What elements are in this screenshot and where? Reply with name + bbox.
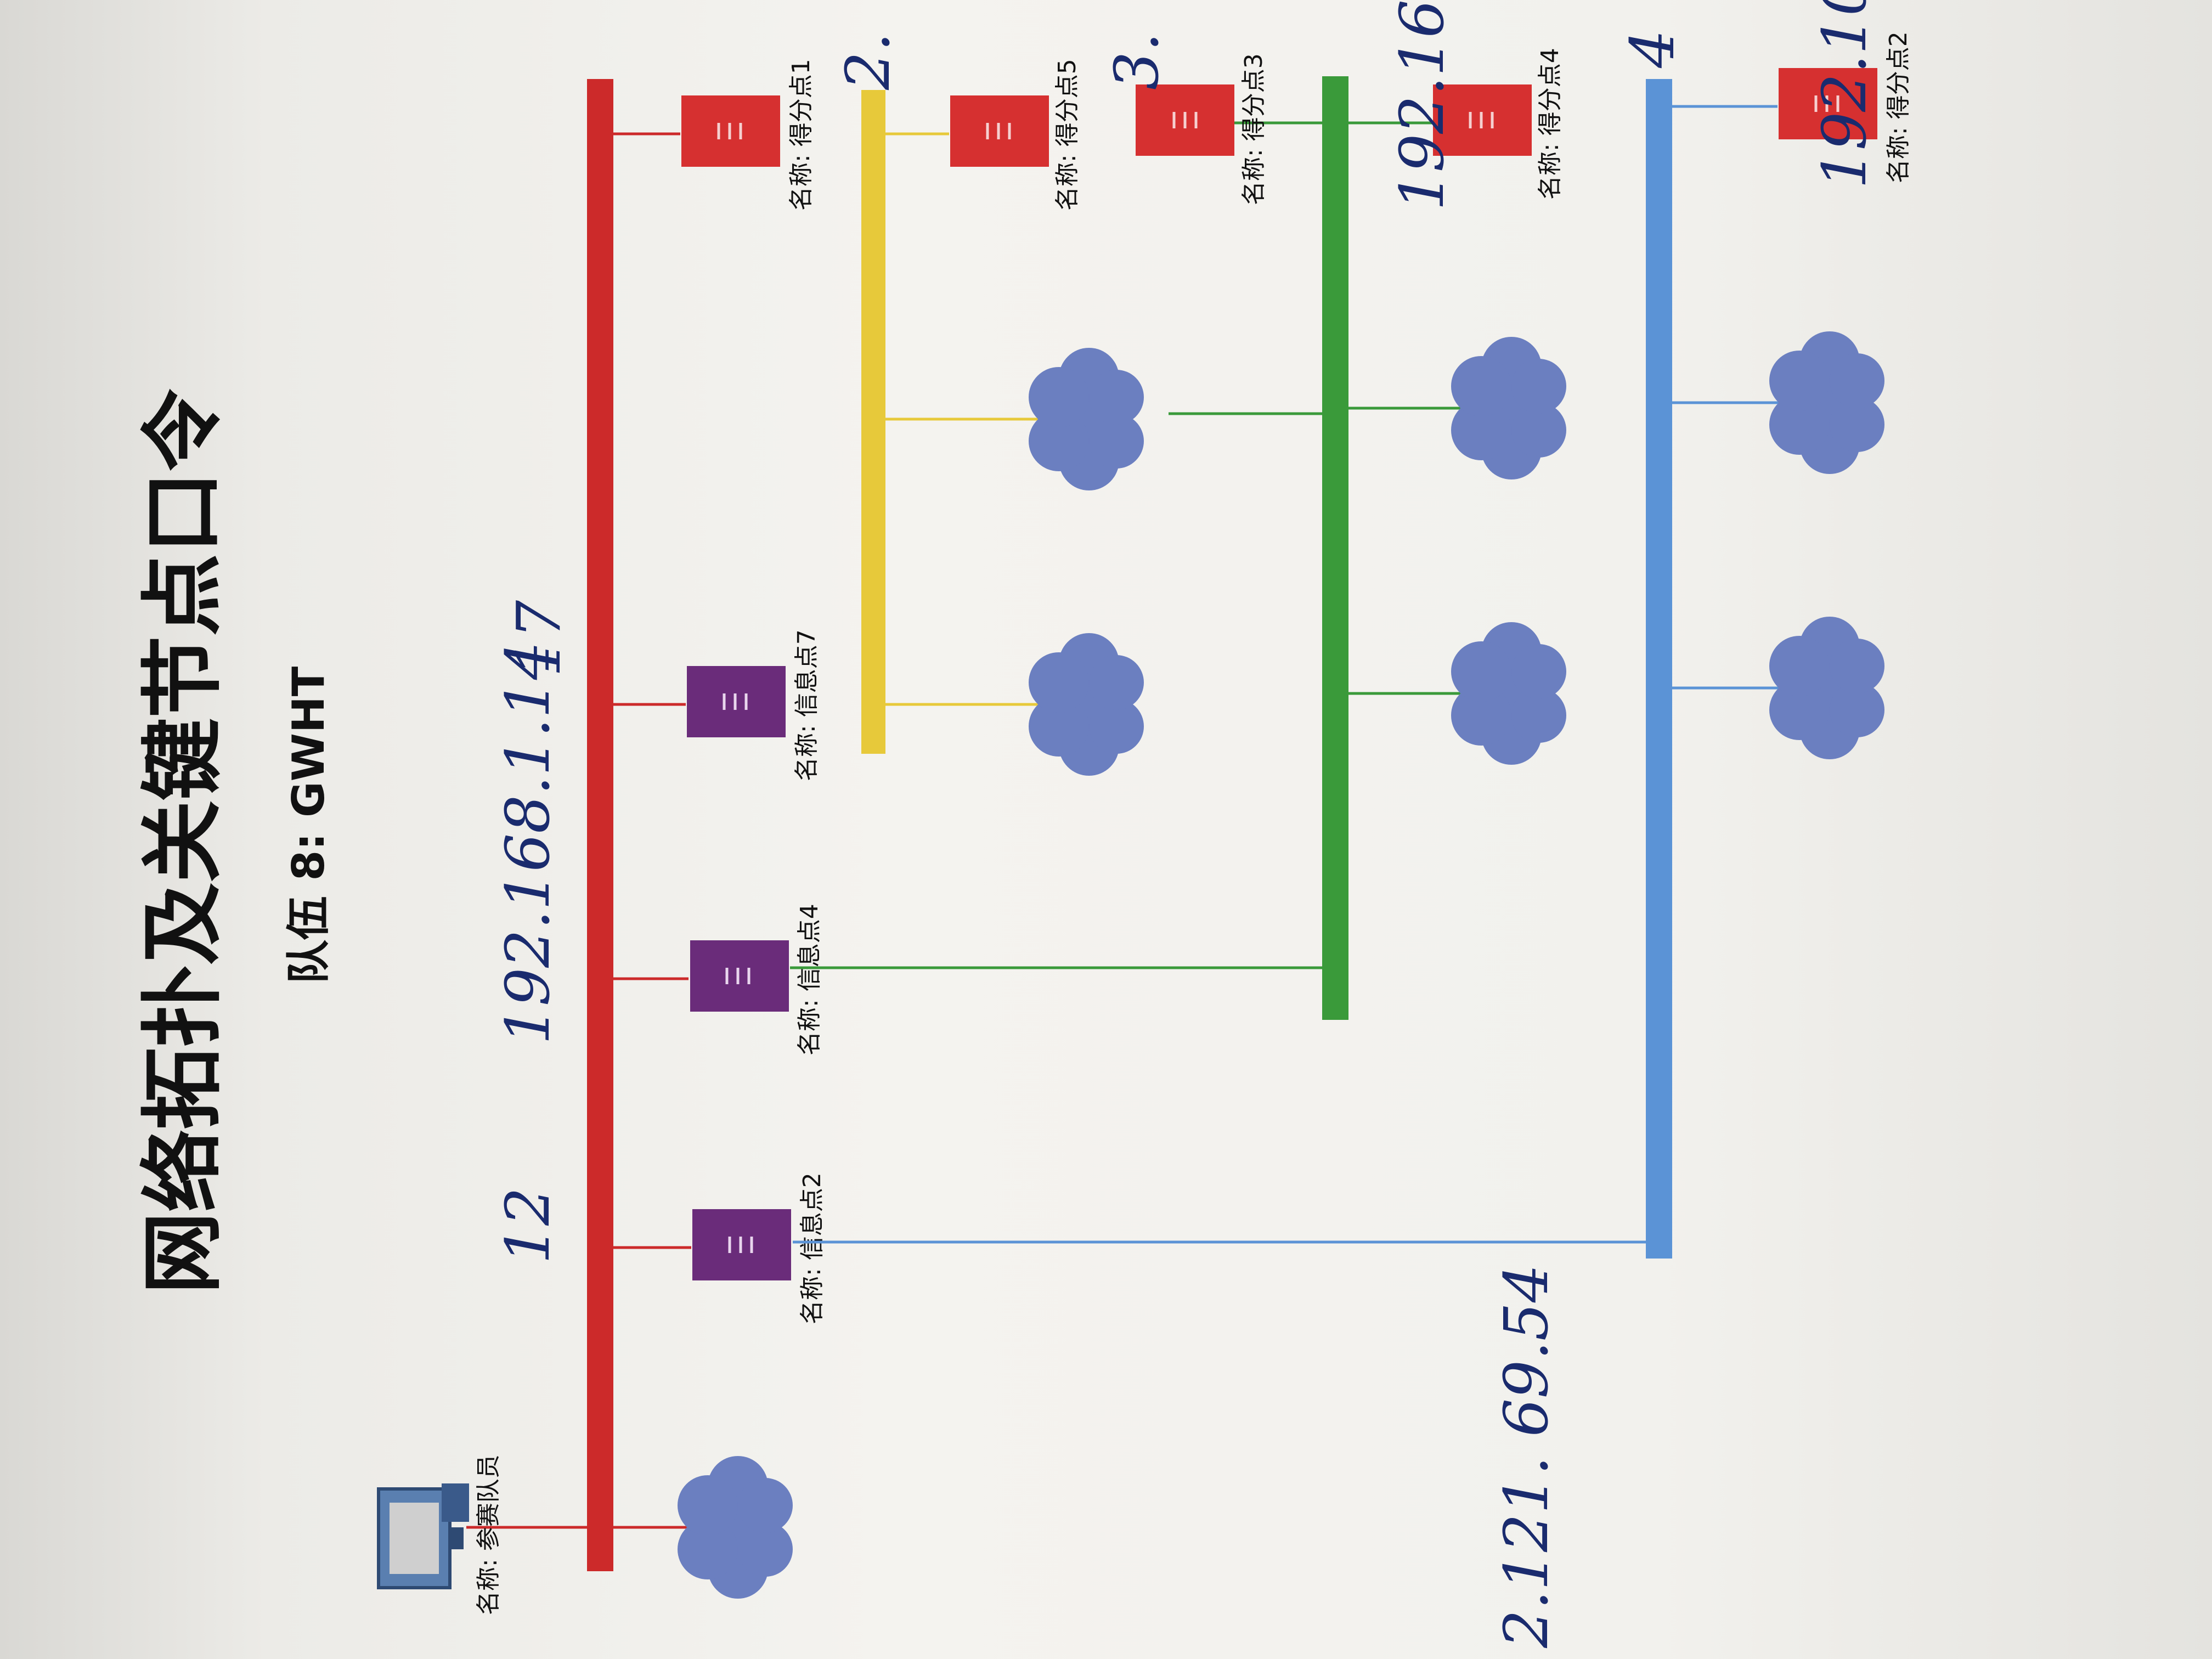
handwritten-note: 192.168.3. (1387, 0, 1457, 211)
label-info2: 名称: 信息点2 (798, 1172, 826, 1324)
page-title: 网络拓扑及关键节点口令 (136, 388, 231, 1294)
server-info4-icon (690, 940, 789, 1012)
green-bus (1322, 76, 1348, 1020)
handwritten-note: 17 (504, 600, 574, 677)
cloud-icon (1769, 617, 1884, 759)
cloud-icon (1029, 348, 1144, 490)
label-info7: 名称: 信息点7 (793, 629, 821, 781)
team-label: 队伍 8: GWHT (283, 666, 334, 984)
handwritten-note: 12 (493, 1187, 563, 1264)
label-info4: 名称: 信息点4 (795, 904, 823, 1056)
label-score2: 名称: 得分点2 (1884, 31, 1912, 183)
cloud-icon (678, 1456, 793, 1599)
label-score1: 名称: 得分点1 (787, 59, 815, 211)
cloud-icon (1451, 337, 1566, 479)
workstation-icon (377, 1483, 469, 1589)
label-score5: 名称: 得分点5 (1053, 59, 1081, 211)
handwritten-note: 192.168.1.14 (493, 641, 563, 1045)
label-score4: 名称: 得分点4 (1536, 48, 1564, 200)
handwritten-note: 3. (1102, 32, 1172, 90)
cloud-icon (1451, 622, 1566, 765)
cloud-icon (1769, 331, 1884, 474)
rotated-page: 网络拓扑及关键节点口令 队伍 8: GWHT 名称: 参赛队员 名称: 信息点2… (136, 0, 1912, 1649)
handwritten-note: 4 (1617, 30, 1688, 69)
label-score3: 名称: 得分点3 (1240, 53, 1268, 205)
handwritten-note: 192.10 (1809, 0, 1880, 189)
label-player: 名称: 参赛队员 (475, 1454, 503, 1615)
yellow-bus (861, 90, 885, 754)
cloud-icon (1029, 633, 1144, 776)
red-bus (587, 79, 613, 1571)
handwritten-note: 2.121. 69.54 (1491, 1264, 1561, 1649)
blue-bus (1646, 79, 1672, 1259)
handwritten-note: 2. (833, 32, 903, 91)
